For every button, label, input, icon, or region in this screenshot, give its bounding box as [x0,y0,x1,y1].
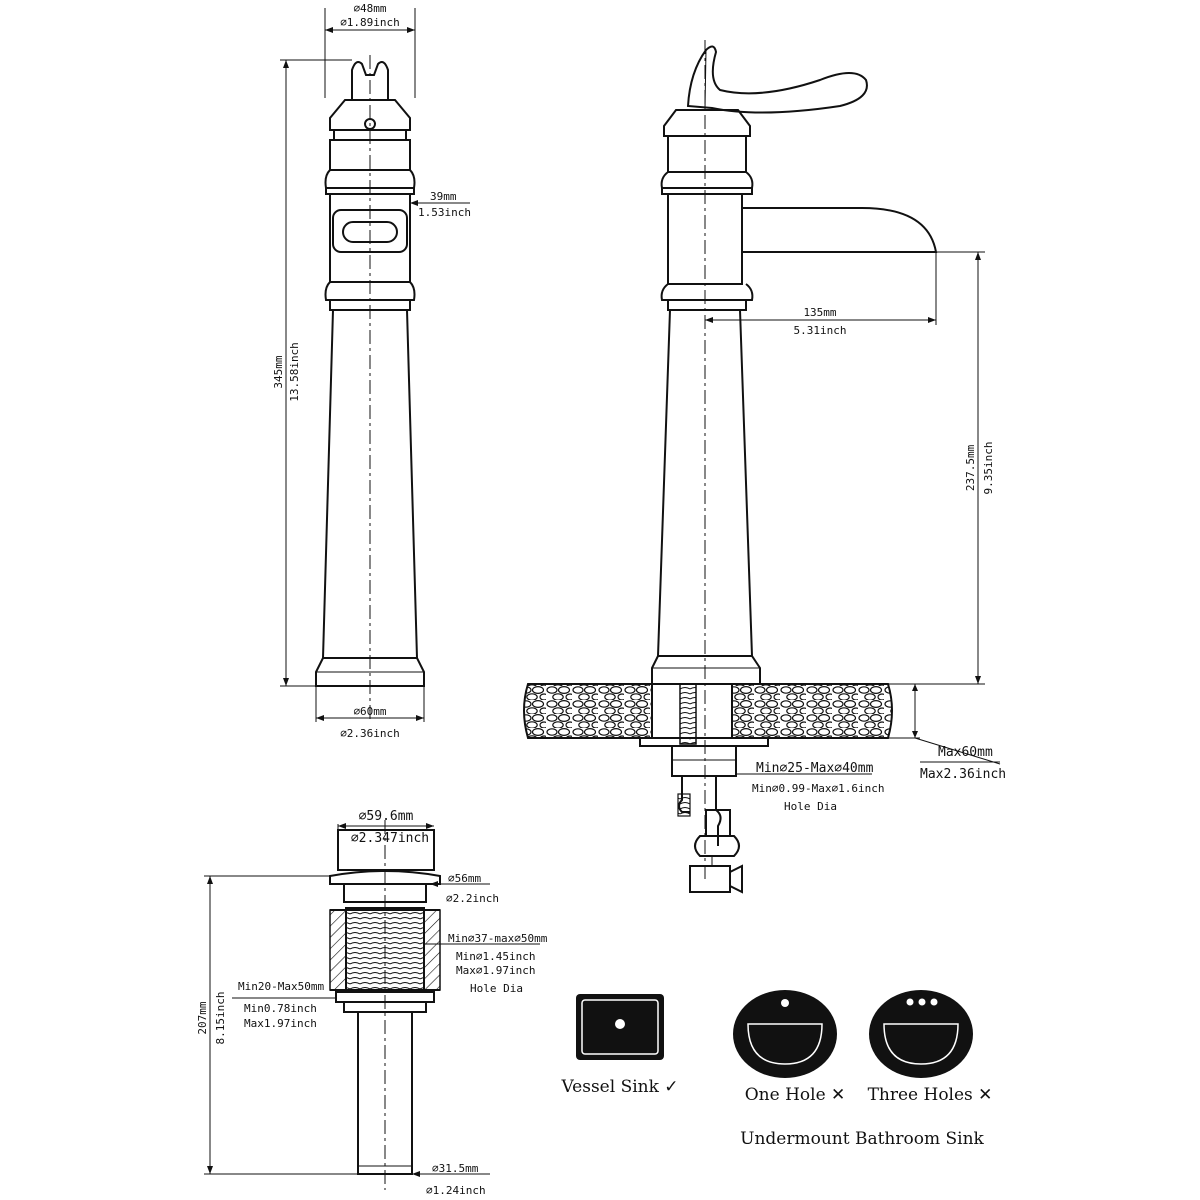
drain-hole-in-min: Min⌀1.45inch [456,950,535,963]
side-reach-mm: 135mm [803,306,836,319]
front-base-mm: ⌀60mm [353,705,386,718]
drain-tail-in: ⌀1.24inch [426,1184,486,1197]
side-hole-mm: Min⌀25-Max⌀40mm [756,761,874,776]
drain-height-in: 8.15inch [214,992,227,1045]
side-hole-label: Hole Dia [784,800,837,813]
front-window-mm: 39mm [430,190,457,203]
side-deck-max-in: Max2.36inch [920,767,1006,782]
drain-flange-in: ⌀2.2inch [446,892,499,905]
drain-hole-label: Hole Dia [470,982,523,995]
side-hole-in: Min⌀0.99-Max⌀1.6inch [752,782,884,795]
drain-tail-mm: ⌀31.5mm [432,1162,479,1175]
side-reach-in: 5.31inch [794,324,847,337]
front-top-width-in: ⌀1.89inch [340,16,400,29]
drain-flange-mm: ⌀56mm [448,872,481,885]
pop-up-drain: ⌀59.6mm ⌀2.347inch ⌀56mm ⌀2.2inch Min⌀37… [196,809,548,1197]
drain-thick-mm: Min20-Max50mm [238,980,324,993]
drain-height-mm: 207mm [196,1001,209,1034]
side-deck-max-mm: Max60mm [938,745,993,760]
faucet-side-view: 135mm 5.31inch 237.5mm 9.35inch Max60mm … [523,40,1006,894]
side-spout-height-in: 9.35inch [982,442,995,495]
drain-cap-in: ⌀2.347inch [351,831,429,846]
drain-thick-in-max: Max1.97inch [244,1017,317,1030]
three-holes-label: Three Holes ✕ [868,1085,993,1105]
one-hole-label: One Hole ✕ [745,1085,846,1105]
front-window-in: 1.53inch [418,206,471,219]
undermount-sink-label: Undermount Bathroom Sink [740,1129,984,1149]
drain-cap-mm: ⌀59.6mm [359,809,414,824]
sink-compatibility: Vessel Sink ✓ One Hole ✕ Three Holes ✕ U… [560,990,992,1149]
front-height-mm: 345mm [272,355,285,388]
side-spout-height-mm: 237.5mm [964,444,977,491]
vessel-sink-label: Vessel Sink ✓ [560,1077,678,1097]
drain-thick-in-min: Min0.78inch [244,1002,317,1015]
front-base-in: ⌀2.36inch [340,727,400,740]
drain-hole-mm: Min⌀37-max⌀50mm [448,932,548,945]
front-top-width-mm: ⌀48mm [353,2,386,15]
drain-hole-in-max: Max⌀1.97inch [456,964,535,977]
front-height-in: 13.58inch [288,342,301,402]
faucet-front-view: ⌀48mm ⌀1.89inch 39mm 1.53inch 345mm 13.5… [272,2,471,740]
